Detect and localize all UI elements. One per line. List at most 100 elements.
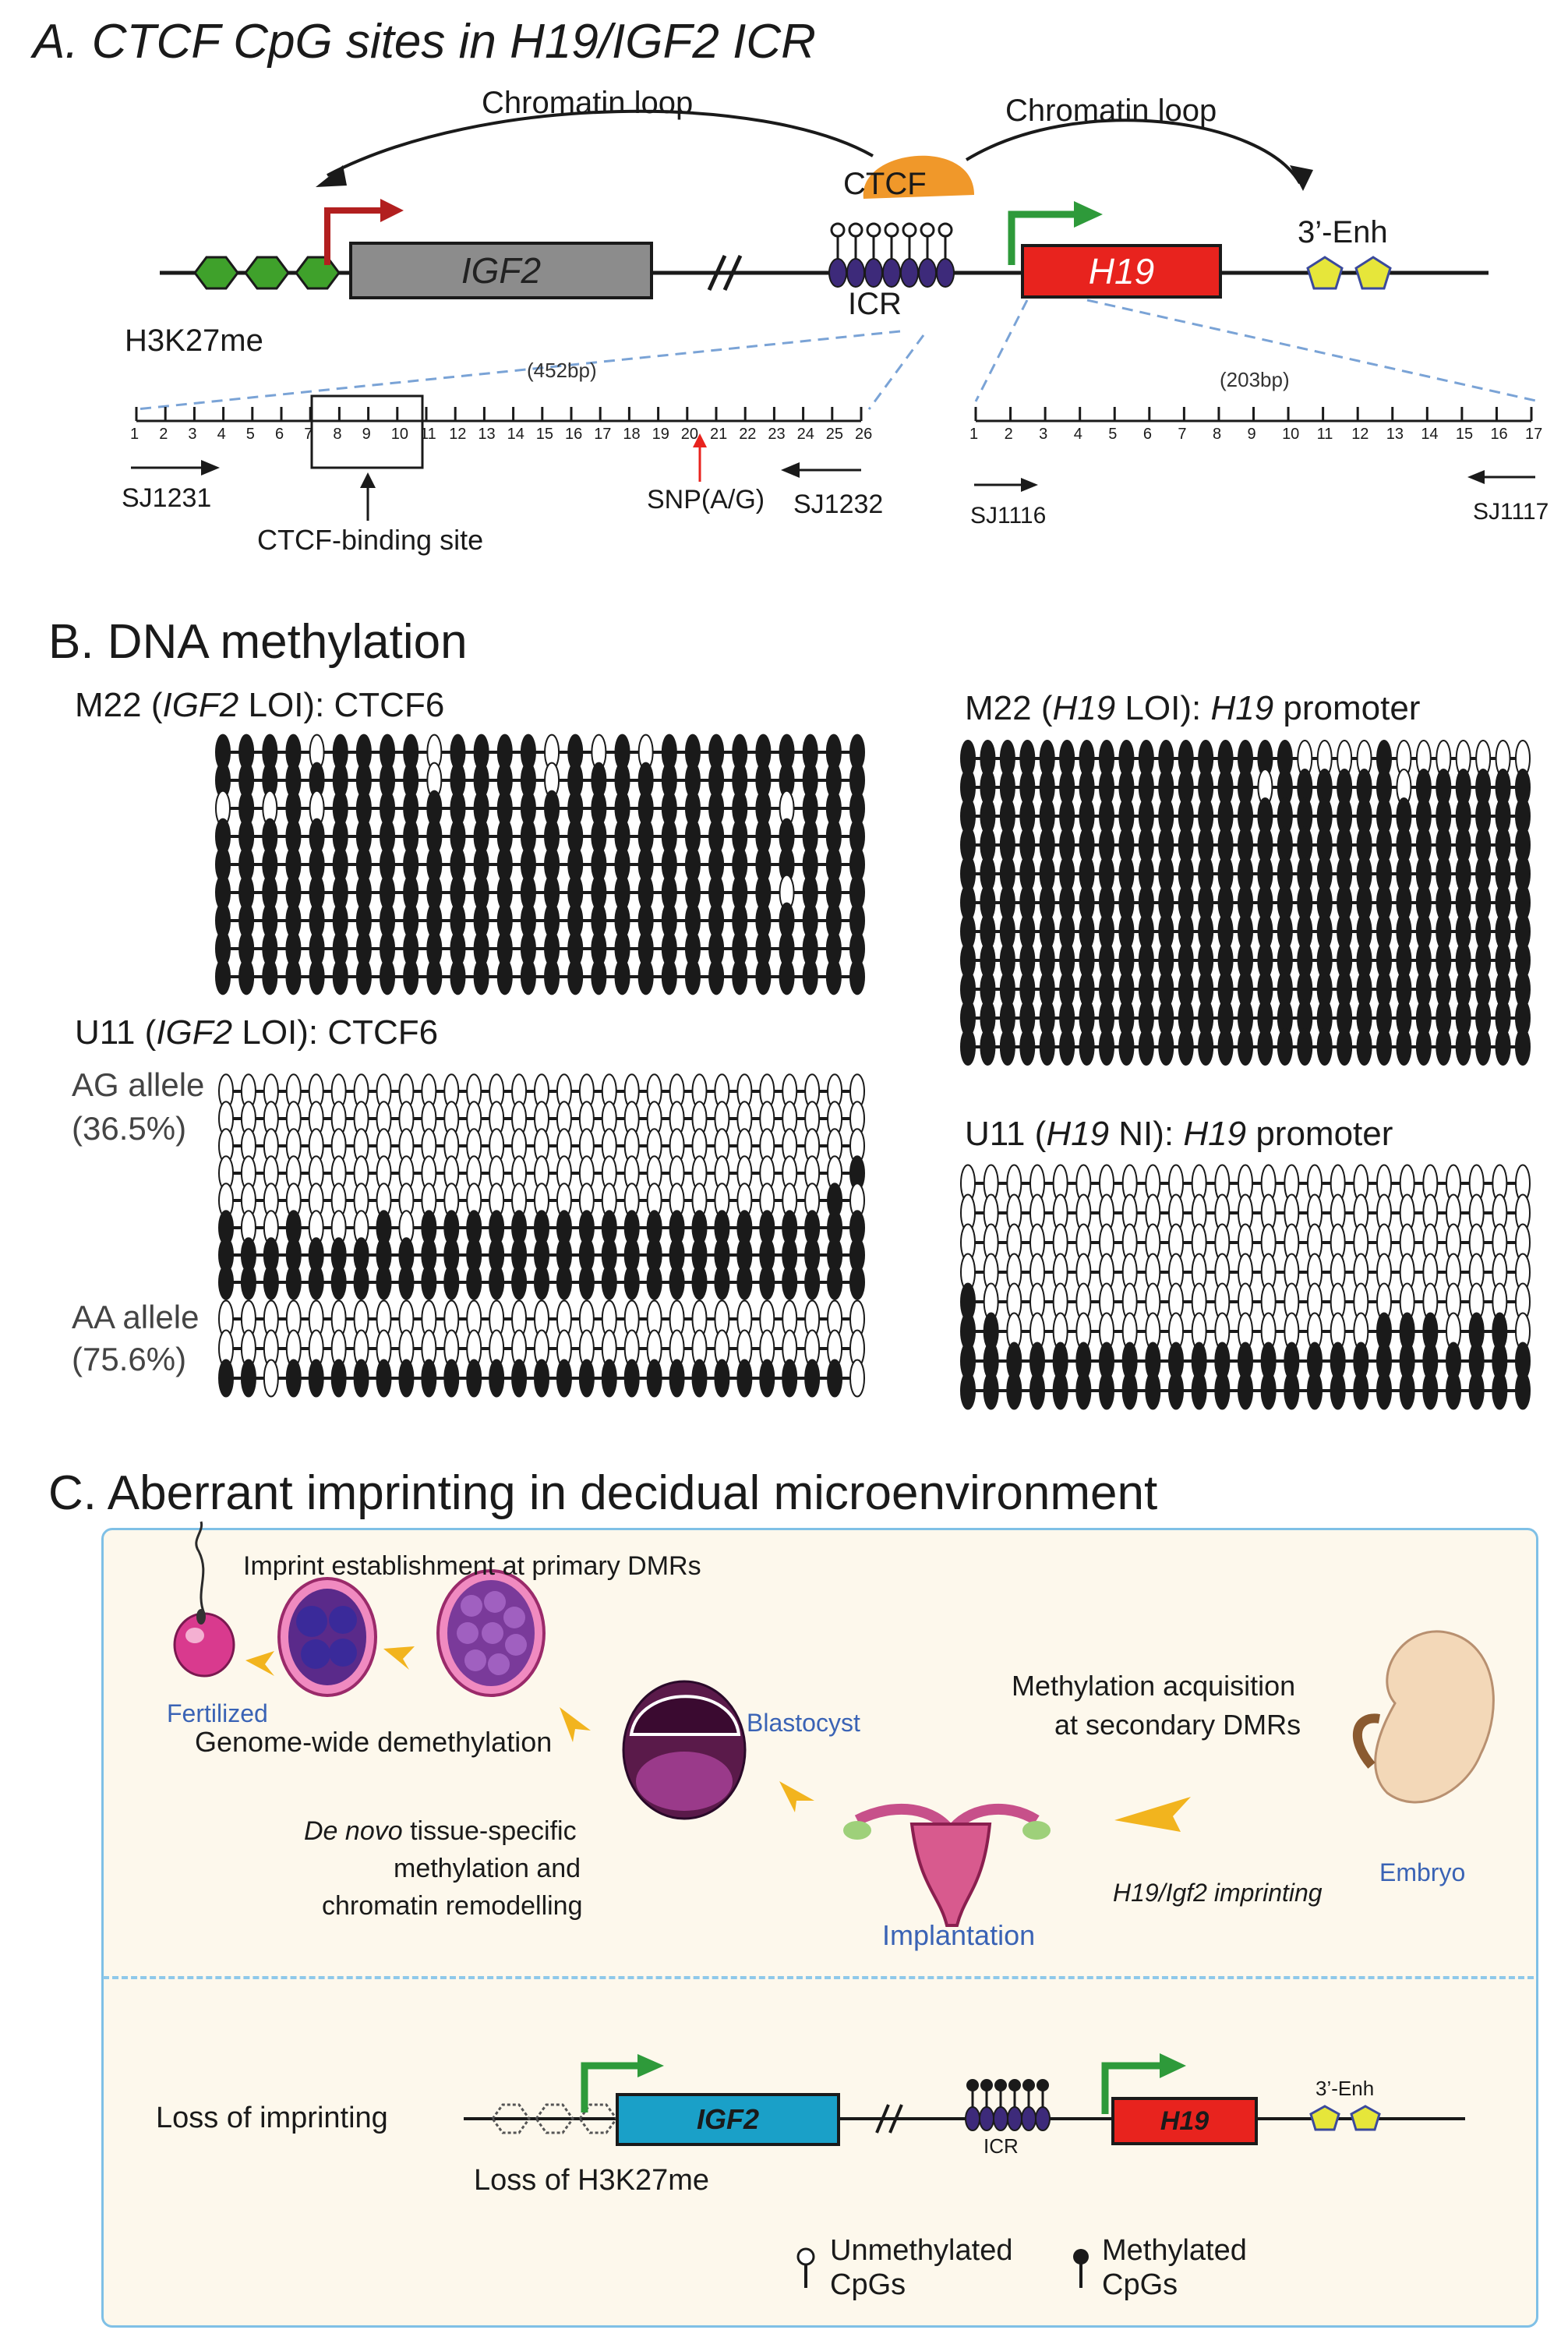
sj1117-label: SJ1117 (1473, 499, 1549, 525)
methylated-cpg (960, 1371, 976, 1410)
methylated-cpg (1399, 1371, 1415, 1410)
methylated-cpg (1495, 1028, 1511, 1066)
ruler-tick-label: 6 (275, 426, 284, 443)
uterus-icon (843, 1803, 1051, 1927)
methylated-cpg (1436, 1028, 1452, 1066)
aa-allele-label: AA allele (72, 1299, 200, 1335)
methylated-cpg (759, 1359, 775, 1398)
methylated-cpg (215, 958, 231, 995)
methylated-cpg (708, 958, 725, 995)
ruler-tick-label: 10 (1282, 426, 1300, 443)
imprint-establishment-label: Imprint establishment at primary DMRs (243, 1551, 701, 1581)
fertilized-label: Fertilized (167, 1699, 268, 1727)
methylated-cpg (578, 1264, 595, 1300)
methylated-cpg (567, 958, 584, 995)
panel-b-title: B. DNA methylation (48, 615, 468, 669)
ruler-tick-label: 4 (217, 426, 226, 443)
loss-of-imprinting-label: Loss of imprinting (156, 2102, 388, 2134)
igf2-label: IGF2 (461, 250, 542, 291)
methylated-cpg (1515, 1028, 1531, 1066)
methylated-cpg (1376, 1028, 1392, 1066)
sj1232-label: SJ1232 (793, 490, 884, 519)
methylated-cpg (849, 958, 865, 995)
ruler-tick-label: 6 (1142, 426, 1152, 443)
methylated-cpg (623, 1264, 640, 1300)
blastocyst-icon (622, 1680, 747, 1820)
methylated-cpg (1052, 1371, 1068, 1410)
methylated-cpg (421, 1264, 437, 1300)
ruler-tick-label: 4 (1073, 426, 1082, 443)
methylated-cpg (240, 1264, 256, 1300)
methylated-cpg (1284, 1371, 1300, 1410)
methylated-cpg (591, 958, 607, 995)
methylated-cpg (1415, 1028, 1432, 1066)
methylated-cpg (669, 1264, 685, 1300)
methylated-cpg (450, 958, 466, 995)
demethylation-label: Genome-wide demethylation (195, 1726, 553, 1758)
loss-h3k27me-label: Loss of H3K27me (474, 2164, 710, 2197)
methylated-cpg (614, 958, 630, 995)
panel-a-title: A. CTCF CpG sites in H19/IGF2 ICR (33, 15, 816, 69)
methylated-cpg (1316, 1028, 1333, 1066)
ruler-tick-label: 1 (130, 426, 139, 443)
embryo-label: Embryo (1379, 1858, 1466, 1886)
methylated-cpg (544, 958, 560, 995)
methylated-label-2: CpGs (1102, 2268, 1178, 2301)
methylated-cpg (556, 1359, 572, 1398)
methylated-cpg (489, 1264, 505, 1300)
methylated-cpg (332, 958, 348, 995)
methylated-cpg (1138, 1028, 1154, 1066)
methylated-cpg (1178, 1028, 1194, 1066)
ruler-tick-label: 8 (333, 426, 342, 443)
h19-igf2-imprinting-label: H19/Igf2 imprinting (1113, 1879, 1323, 1907)
u11-igf2-ag-plot (218, 1073, 865, 1300)
ruler-tick-label: 18 (623, 426, 641, 443)
methylated-cpg (661, 958, 677, 995)
m22-igf2-plot (215, 734, 865, 995)
ruler-tick-label: 17 (594, 426, 612, 443)
methylated-cpg (403, 958, 419, 995)
methylated-cpg (443, 1264, 460, 1300)
methylated-cpg (238, 958, 255, 995)
unmethylated-legend-icon (796, 2247, 815, 2288)
methylated-cpg (218, 1359, 234, 1398)
methylated-cpg (601, 1359, 617, 1398)
methylated-cpg (999, 1028, 1015, 1066)
methylated-cpg (1238, 1371, 1253, 1410)
u11-igf2-title: U11 (IGF2 LOI): CTCF6 (75, 1013, 439, 1052)
methylated-cpg (827, 1264, 843, 1300)
methylated-cpg (1475, 1028, 1492, 1066)
methylated-cpg (714, 1264, 730, 1300)
progress-arrows (245, 1646, 1191, 1832)
methylated-cpg (1238, 1028, 1253, 1066)
methylated-cpg (755, 958, 772, 995)
methylated-cpg (1492, 1371, 1508, 1410)
methylated-cpg (1191, 1371, 1207, 1410)
ruler-tick-label: 13 (478, 426, 496, 443)
enhancer-label: 3’-Enh (1298, 215, 1388, 249)
unmethylated-cpg (849, 1359, 865, 1398)
u11-igf2-aa-plot (218, 1299, 865, 1398)
methylated-cpg (376, 1264, 392, 1300)
methylated-cpg (1019, 1028, 1036, 1066)
methylated-cpg (1059, 1028, 1075, 1066)
enhancer-pentagons (1306, 256, 1392, 290)
methylated-cpg (1277, 1028, 1293, 1066)
methylated-cpg (1145, 1371, 1161, 1410)
ruler-tick-label: 2 (1004, 426, 1013, 443)
ruler-tick-label: 2 (159, 426, 168, 443)
methylated-cpg (380, 958, 396, 995)
methylated-cpg (825, 958, 842, 995)
loop-right-arrow (965, 118, 1301, 184)
panel-b: B. DNA methylation M22 (IGF2 LOI): CTCF6… (0, 592, 1568, 1450)
methylated-cpg (1446, 1371, 1461, 1410)
methylated-cpg (646, 1359, 662, 1398)
ruler-tick-label: 24 (796, 426, 814, 443)
methylated-cpg (646, 1264, 662, 1300)
methylated-cpg (980, 1028, 996, 1066)
unmethylated-label-2: CpGs (830, 2268, 906, 2301)
de-novo-line1: De novo tissue-specific (304, 1816, 577, 1846)
methylated-cpg (714, 1359, 730, 1398)
methylated-cpg (1307, 1371, 1323, 1410)
snp-label: SNP(A/G) (647, 485, 765, 514)
